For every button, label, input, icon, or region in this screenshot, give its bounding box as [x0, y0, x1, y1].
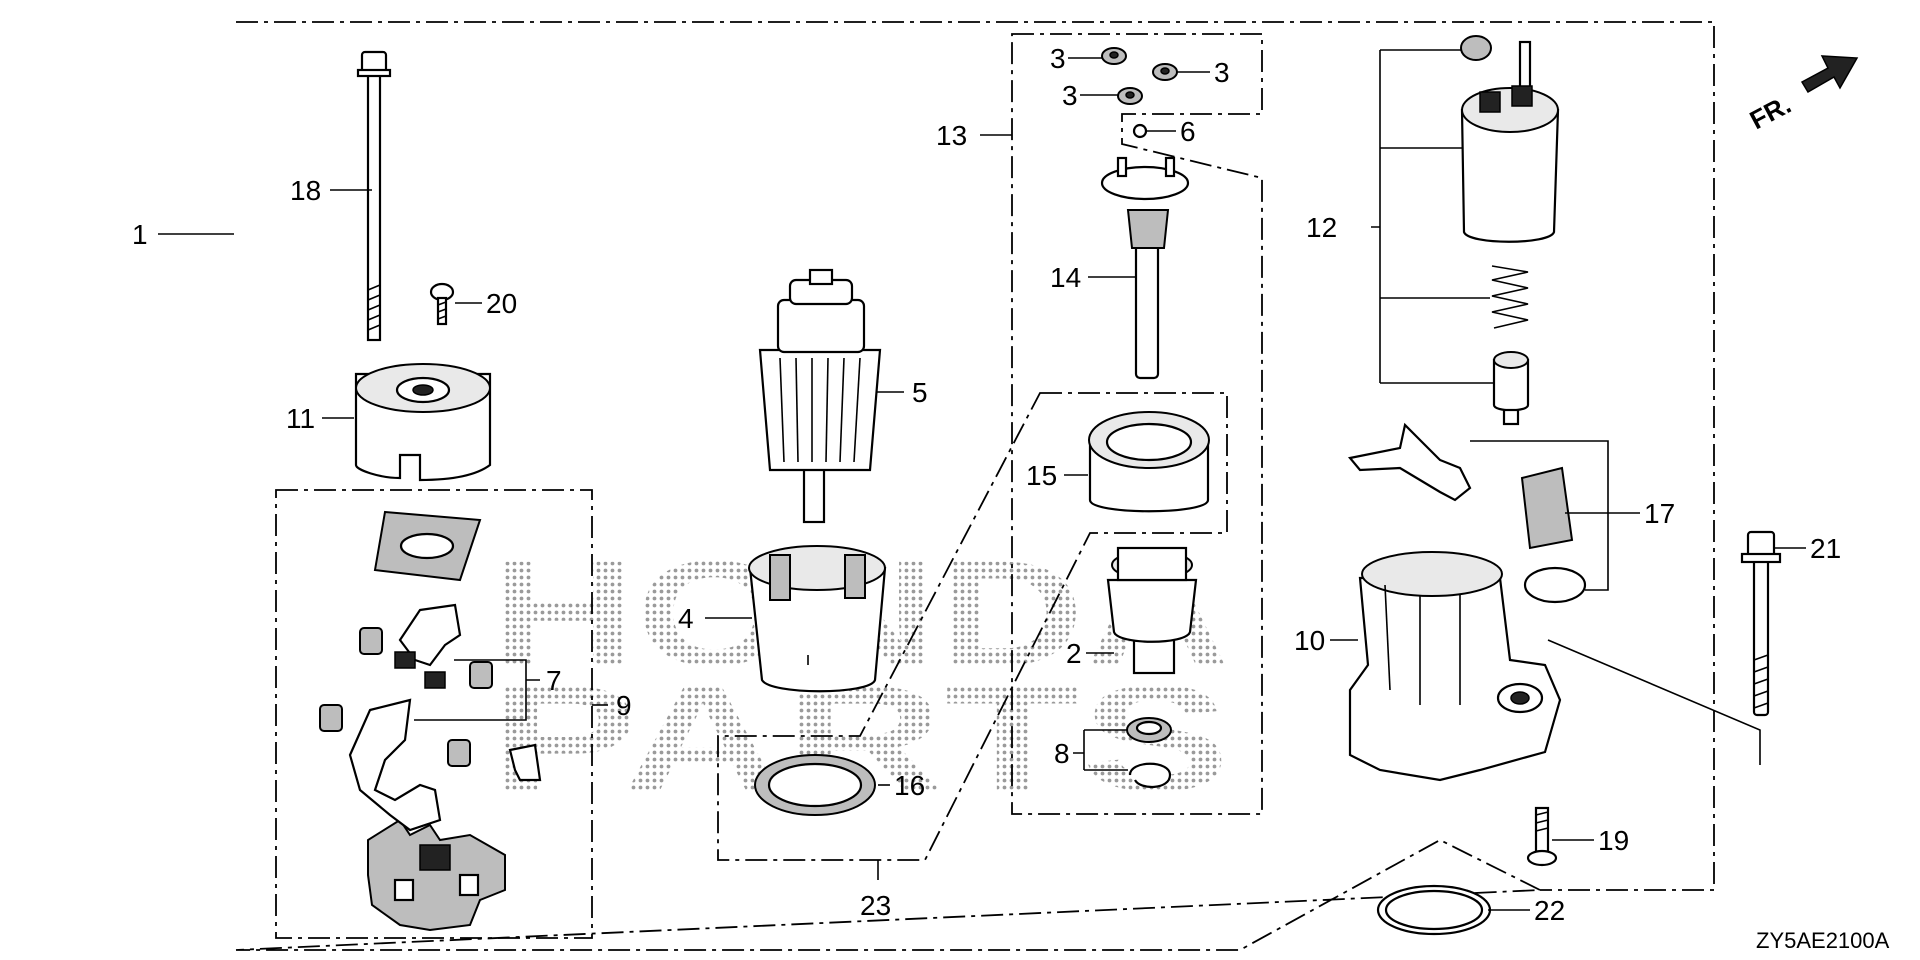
callout-10: 10: [1294, 625, 1325, 656]
assembly-1-boundary: [235, 21, 1715, 951]
callout-20: 20: [486, 288, 517, 319]
callout-11: 11: [286, 403, 315, 434]
callout-7: 7: [546, 665, 562, 696]
callout-numbers: 1 18 20 11 5 4 7 9 16 23 13 3 3 3 6 14 1…: [132, 43, 1841, 926]
flange-bolt-21: [1740, 530, 1782, 717]
callout-3a: 3: [1050, 43, 1066, 74]
callout-15: 15: [1026, 460, 1057, 491]
front-direction-arrow-icon: FR.: [1745, 55, 1859, 135]
internal-gear-15: [1088, 411, 1210, 513]
callout-9: 9: [616, 690, 632, 721]
armature-windings: [779, 357, 861, 463]
callout-18: 18: [290, 175, 321, 206]
callout-8: 8: [1054, 738, 1070, 769]
bolt-19: [1526, 806, 1558, 867]
brush-holder-base: [367, 818, 506, 932]
gasket-16: [754, 754, 876, 816]
assembly-23-boundary: [717, 392, 1228, 861]
callout-12: 12: [1306, 212, 1337, 243]
brush-set: [319, 603, 542, 832]
pinion-2: [1106, 546, 1198, 675]
through-bolt-18: [356, 50, 392, 342]
yoke-4: [748, 545, 887, 693]
nut-3c: [1117, 87, 1143, 105]
nut-3a: [1101, 47, 1127, 65]
leader-lines: [158, 49, 1806, 911]
callout-23: 23: [860, 890, 891, 921]
assembly-9-boundary: [275, 489, 593, 939]
callout-21: 21: [1810, 533, 1841, 564]
callout-22: 22: [1534, 895, 1565, 926]
rear-cover-11: [354, 363, 492, 482]
callout-17: 17: [1644, 498, 1675, 529]
front-marker-label: FR.: [1745, 89, 1796, 135]
callout-13: 13: [936, 120, 967, 151]
callout-1: 1: [132, 219, 148, 250]
armature-5: [758, 268, 882, 524]
nut-3b: [1152, 63, 1178, 81]
solenoid-12: [1460, 35, 1560, 426]
washer-6: [1132, 123, 1148, 139]
callout-6: 6: [1180, 116, 1196, 147]
callout-2: 2: [1066, 638, 1082, 669]
callout-16: 16: [894, 770, 925, 801]
callout-3b: 3: [1214, 57, 1230, 88]
screw-20: [429, 282, 455, 326]
pinion-shaft-14: [1100, 156, 1190, 380]
callout-4: 4: [678, 603, 694, 634]
o-ring-22: [1376, 884, 1492, 936]
drive-housing-10: [1348, 551, 1562, 782]
drawing-code: ZY5AE2100A: [1756, 928, 1890, 953]
brush-holder-assembly-9: [319, 510, 542, 932]
callout-14: 14: [1050, 262, 1081, 293]
shift-lever-17: [1347, 422, 1587, 604]
callout-3c: 3: [1062, 80, 1078, 111]
callout-5: 5: [912, 377, 928, 408]
stop-collar-8: [1126, 717, 1172, 788]
assembly-13-boundary: [1011, 33, 1263, 815]
callout-19: 19: [1598, 825, 1629, 856]
